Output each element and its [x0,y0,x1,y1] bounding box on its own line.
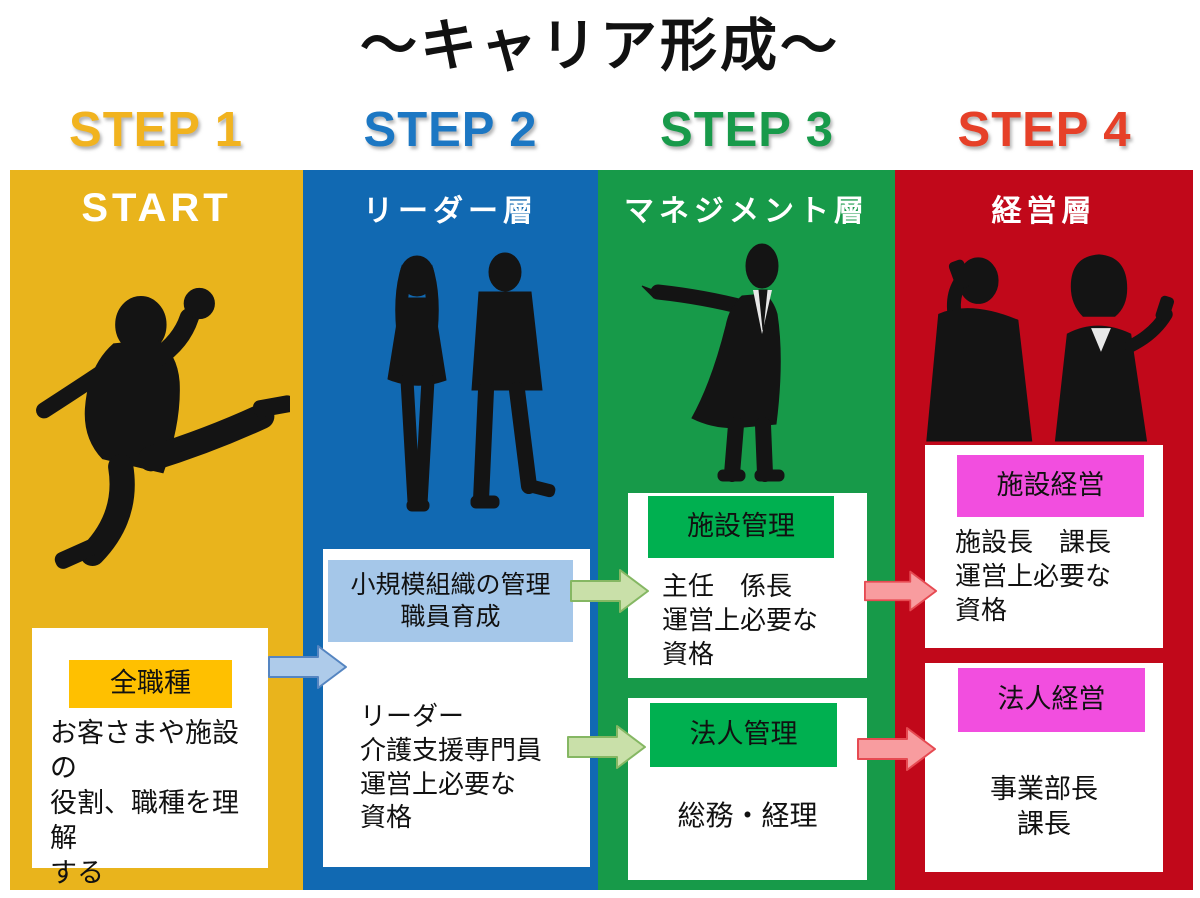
step4-facility-body-text: 施設長 課長 運営上必要な 資格 [955,527,1112,625]
step4-label: STEP 4 [957,103,1132,157]
arrow-step2-to-corporate-management [567,725,646,769]
step4-tag-corporate-executive: 法人経営 [958,668,1145,732]
step2-label: STEP 2 [363,103,538,157]
jumping-person-silhouette [36,287,290,569]
step3-header: マネジメント層 [624,195,869,228]
step4-corporate-body-text: 事業部長 課長 [990,774,1098,840]
arrow-step3-to-facility-executive [864,570,938,612]
step2-header: リーダー層 [363,195,538,228]
step3-tag-facility-management: 施設管理 [648,496,834,558]
page-title: ～キャリア形成～ [360,14,840,78]
step4-header: 経営層 [991,195,1097,228]
step3-label: STEP 3 [660,103,834,157]
step1-tag-all-job-types: 全職種 [69,660,232,708]
step1-label: STEP 1 [69,103,243,157]
arrow-step3-to-corporate-executive [857,727,936,771]
arrow-step1-to-step2 [268,645,347,689]
step1-body-text: お客さまや施設の 役割、職種を理解 する [50,718,239,889]
businesspeople-phone-silhouette [926,254,1175,442]
arrow-step2-to-facility-management [570,569,649,613]
step3-facility-body-text: 主任 係長 運営上必要な 資格 [662,571,819,669]
step4-tag-facility-executive: 施設経営 [957,455,1144,517]
step2-body-text: リーダー 介護支援専門員 運営上必要な 資格 [360,701,543,833]
pointing-man-silhouette [641,243,785,482]
step3-corporate-body-text: 総務・経理 [677,800,818,831]
step3-tag-corporate-management: 法人管理 [650,703,837,767]
step1-header: START [81,186,232,230]
step2-tag-small-org-management: 小規模組織の管理 職員育成 [328,560,573,642]
standing-woman-and-man-silhouette [387,252,556,512]
